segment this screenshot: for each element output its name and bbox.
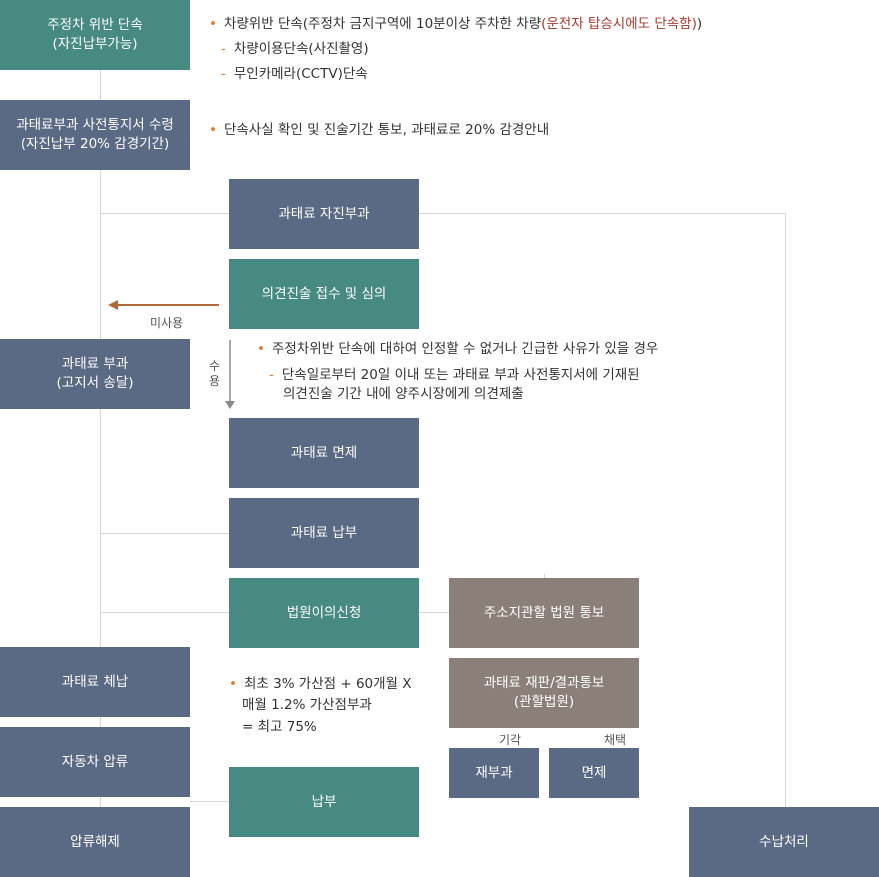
dash-icon: - xyxy=(221,41,226,57)
connector-fine-payment xyxy=(100,533,229,534)
fine-imposition-title: 과태료 부과 xyxy=(61,356,129,372)
right-trunk-line xyxy=(785,213,786,807)
acceptance-sub-line1: 단속일로부터 20일 이내 또는 과태료 부과 사전통지서에 기재된 xyxy=(281,367,640,383)
trial-result-subtitle: (관할법원) xyxy=(513,694,575,710)
notice-note: • 단속사실 확인 및 진술기간 통보, 과태료로 20% 감경안내 xyxy=(209,119,549,141)
violation-note-sub2: -무인카메라(CCTV)단속 xyxy=(221,63,368,85)
acceptance-note-main: • 주정차위반 단속에 대하여 인정할 수 없거나 긴급한 사유가 있을 경우 xyxy=(257,338,658,360)
violation-sub1-text: 차량이용단속(사진촬영) xyxy=(233,41,369,57)
re-imposition-box: 재부과 xyxy=(449,748,539,798)
fine-arrears-box: 과태료 체납 xyxy=(0,647,190,717)
exemption-box: 면제 xyxy=(549,748,639,798)
connector-payment xyxy=(190,801,229,802)
fine-payment-box: 과태료 납부 xyxy=(229,498,419,568)
violation-note-highlight: (운전자 탑승시에도 단속함) xyxy=(541,16,697,32)
accept-label-1: 수 xyxy=(209,359,221,373)
connector-self-imposed-right xyxy=(419,213,785,214)
dash-icon: - xyxy=(269,367,274,383)
vehicle-seizure-box: 자동차 압류 xyxy=(0,727,190,797)
fine-imposition-subtitle: (고지서 송달) xyxy=(56,375,134,391)
connector-court-objection-left xyxy=(100,612,229,613)
not-used-arrow xyxy=(108,300,219,310)
notice-note-text: 단속사실 확인 및 진술기간 통보, 과태료로 20% 감경안내 xyxy=(223,122,550,138)
accept-arrow xyxy=(225,340,235,409)
violation-note-sub1: -차량이용단속(사진촬영) xyxy=(221,38,369,60)
bullet-icon: • xyxy=(209,122,217,138)
violation-note-close: ) xyxy=(696,16,703,32)
violation-note-text: 차량위반 단속(주정차 금지구역에 10분이상 주차한 차량 xyxy=(223,16,542,32)
parking-violation-title: 주정차 위반 단속 xyxy=(47,17,143,33)
bullet-icon: • xyxy=(209,16,217,32)
dismissed-label: 기각 xyxy=(499,733,522,747)
trial-result-box: 과태료 재판/결과통보 (관할법원) xyxy=(449,658,639,728)
left-trunk-line xyxy=(100,70,101,810)
court-notice-box: 주소지관할 법원 통보 xyxy=(449,578,639,648)
connector-court-objection-right xyxy=(419,612,449,613)
violation-note-main: • 차량위반 단속(주정차 금지구역에 10분이상 주차한 차량(운전자 탑승시에… xyxy=(209,13,702,35)
opinion-review-box: 의견진술 접수 및 심의 xyxy=(229,259,419,329)
arrears-note-line2: 매월 1.2% 가산점부과 xyxy=(242,697,372,713)
dash-icon: - xyxy=(221,66,226,82)
acceptance-note-sub-line2: 의견진술 기간 내에 양주시장에게 의견제출 xyxy=(283,386,524,402)
adopted-label: 채택 xyxy=(604,733,627,747)
trial-result-title: 과태료 재판/결과통보 xyxy=(483,675,605,691)
acceptance-note-text: 주정차위반 단속에 대하여 인정할 수 없거나 긴급한 사유가 있을 경우 xyxy=(271,341,659,357)
bullet-icon: • xyxy=(257,341,265,357)
payment-box: 납부 xyxy=(229,767,419,837)
connector-self-imposed-left xyxy=(100,213,229,214)
acceptance-note-sub: -단속일로부터 20일 이내 또는 과태료 부과 사전통지서에 기재된 xyxy=(269,364,640,386)
fine-imposition-box: 과태료 부과 (고지서 송달) xyxy=(0,339,190,409)
arrears-note-line1: • 최초 3% 가산점 + 60개월 X xyxy=(229,673,412,695)
notice-receipt-title: 과태료부과 사전통지서 수령 xyxy=(16,117,174,133)
connector-court-notice-top xyxy=(544,574,545,578)
parking-violation-box: 주정차 위반 단속 (자진납부가능) xyxy=(0,0,190,70)
violation-sub2-text: 무인카메라(CCTV)단속 xyxy=(233,66,368,82)
notice-receipt-subtitle: (자진납부 20% 감경기간) xyxy=(20,136,170,152)
notice-receipt-box: 과태료부과 사전통지서 수령 (자진납부 20% 감경기간) xyxy=(0,100,190,170)
not-used-label: 미사용 xyxy=(150,316,184,330)
bullet-icon: • xyxy=(229,676,237,692)
seizure-release-box: 압류해제 xyxy=(0,807,190,877)
fine-exemption-box: 과태료 면제 xyxy=(229,418,419,488)
payment-processing-box: 수납처리 xyxy=(689,807,879,877)
arrears-line1-text: 최초 3% 가산점 + 60개월 X xyxy=(243,676,412,692)
court-objection-box: 법원이의신청 xyxy=(229,578,419,648)
self-imposed-box: 과태료 자진부과 xyxy=(229,179,419,249)
accept-label-2: 용 xyxy=(209,374,221,388)
arrears-note-line3: = 최고 75% xyxy=(242,719,317,735)
parking-violation-subtitle: (자진납부가능) xyxy=(52,36,138,52)
